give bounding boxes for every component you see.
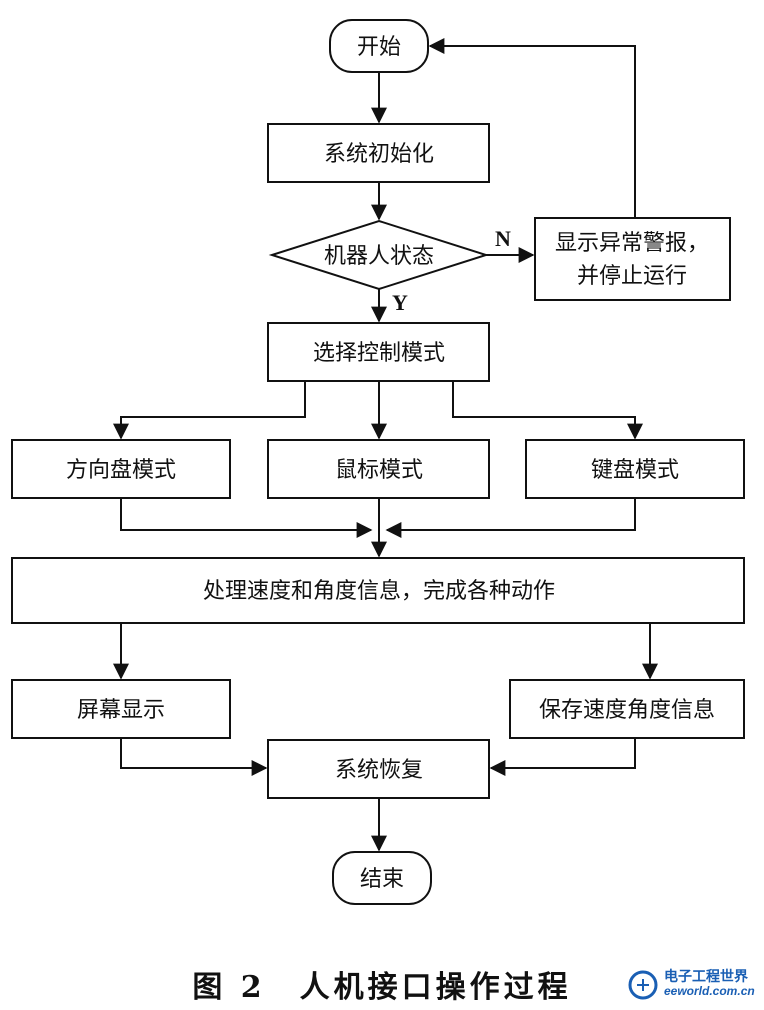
save-info-label: 保存速度角度信息: [539, 698, 715, 723]
steering-mode-label: 方向盘模式: [66, 458, 176, 483]
process-label: 处理速度和角度信息，完成各种动作: [203, 579, 555, 604]
watermark-url: eeworld.com.cn: [664, 984, 755, 998]
edge-steering-merge: [120, 498, 373, 538]
end-terminal: [332, 851, 432, 905]
figure-caption: 图 2 人机接口操作过程: [192, 970, 572, 1005]
start-label: 开始: [357, 35, 401, 60]
screen-display-label: 屏幕显示: [77, 698, 165, 723]
robot-state-label: 机器人状态: [324, 244, 434, 269]
end-label: 结束: [360, 867, 404, 892]
process-box: [11, 557, 745, 624]
edge-select-keyboard: [452, 381, 643, 440]
edge-label-yes: Y: [392, 290, 408, 315]
keyboard-mode-label: 键盘模式: [591, 458, 679, 483]
init-label: 系统初始化: [324, 142, 434, 167]
flowchart: 开始 系统初始化 机器人状态 显示异常警报， 并停止运行 选择控制模式 方向盘模…: [11, 19, 745, 905]
edge-save-recover: [489, 738, 636, 776]
alarm-label-line2: 并停止运行: [577, 264, 687, 289]
edge-select-steering: [113, 381, 306, 440]
edge-label-no: N: [495, 226, 511, 251]
select-mode-label: 选择控制模式: [313, 341, 445, 366]
edge-screen-recover: [120, 738, 268, 776]
mouse-mode-label: 鼠标模式: [335, 458, 423, 483]
recover-label: 系统恢复: [335, 758, 423, 783]
edge-keyboard-merge: [385, 498, 636, 538]
eeworld-logo-icon: [628, 970, 658, 1000]
watermark: 电子工程世界 eeworld.com.cn: [624, 966, 760, 1006]
edge-alarm-start: [428, 38, 636, 218]
save-info-box: [509, 679, 745, 739]
alarm-label-line1: 显示异常警报，: [555, 231, 709, 256]
alarm-box: [534, 217, 731, 301]
watermark-name: 电子工程世界: [664, 969, 748, 985]
